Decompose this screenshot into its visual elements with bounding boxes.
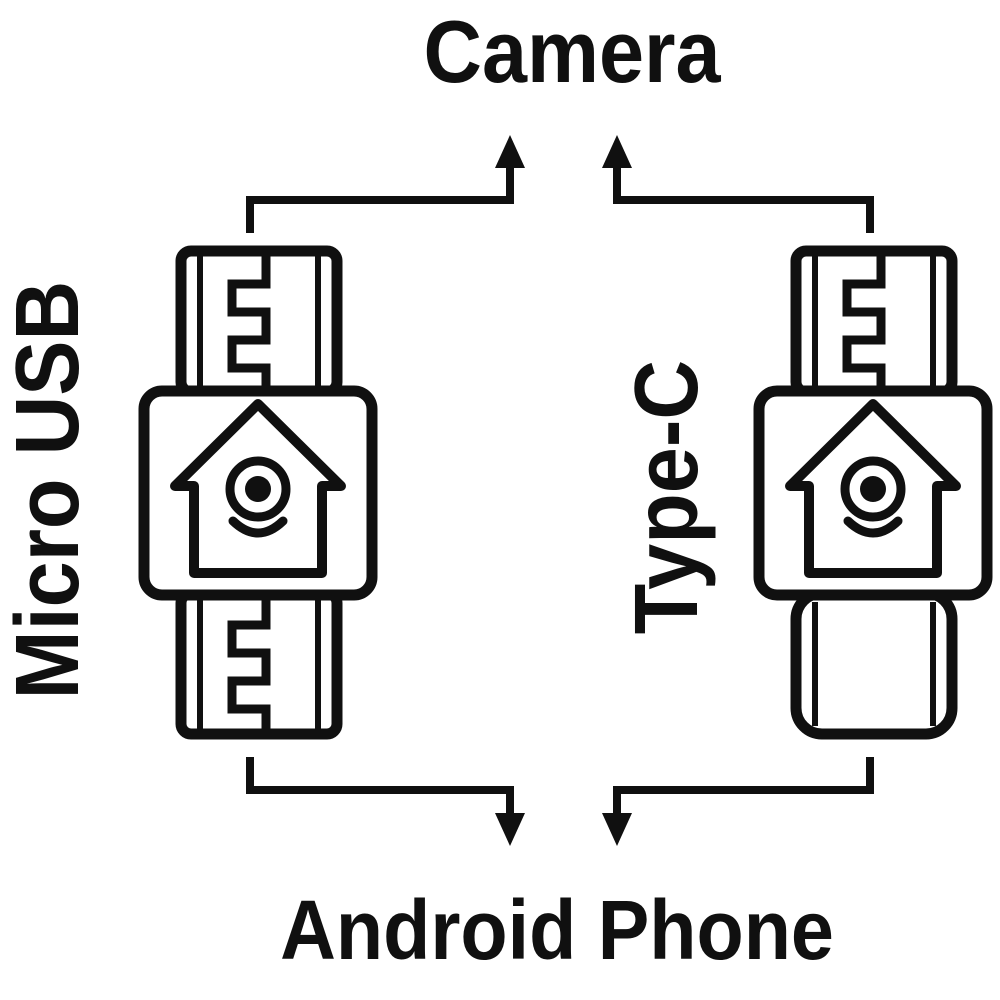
type-c-bottom-connector (790, 587, 958, 740)
camera-lens-dot (245, 476, 271, 502)
camera-icon (785, 399, 961, 578)
micro-usb-label: Micro USB (0, 280, 98, 700)
down-arrow-icon (495, 813, 525, 846)
type-c-label: Type-C (617, 359, 717, 635)
type-c-top-pins (842, 253, 886, 389)
adapter-type-c (753, 245, 993, 740)
adapter-micro-usb (138, 245, 378, 740)
top-right-bracket (613, 160, 874, 233)
camera-icon (170, 399, 346, 578)
camera-label: Camera (423, 2, 721, 101)
camera-lens-dot (860, 476, 886, 502)
connection-lines (246, 135, 874, 846)
up-arrow-icon (495, 135, 525, 168)
down-arrow-icon (602, 813, 632, 846)
micro-usb-bottom-pins (227, 597, 271, 731)
bottom-left-bracket (246, 757, 514, 818)
top-left-bracket (246, 160, 514, 233)
android-phone-label: Android Phone (280, 883, 834, 977)
up-arrow-icon (602, 135, 632, 168)
bottom-right-bracket (613, 757, 874, 818)
camera-smile (228, 516, 288, 538)
camera-smile (843, 516, 903, 538)
micro-usb-top-pins (227, 253, 271, 389)
